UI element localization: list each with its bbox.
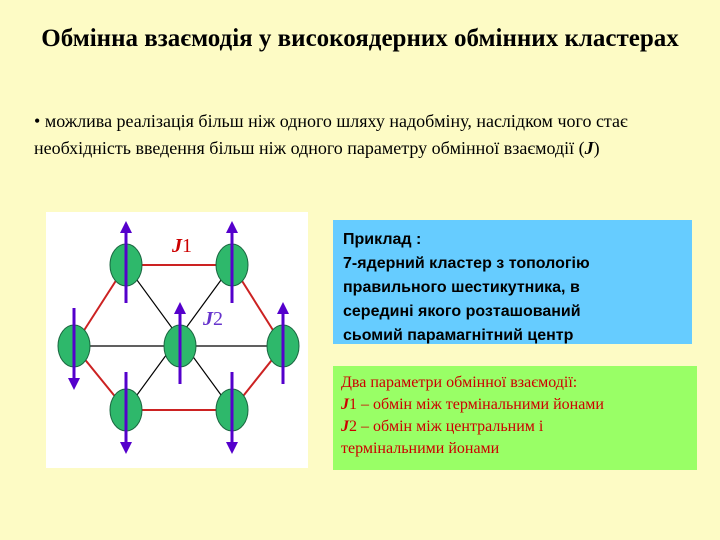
bullet-text: можлива реалізація більш ніж одного шлях… (34, 111, 628, 158)
params-j2-num: 2 (349, 418, 357, 435)
node-top-left (110, 227, 142, 303)
params-j1-num: 1 (349, 396, 357, 413)
node-left (58, 308, 90, 384)
bullet-param: J (585, 138, 594, 158)
params-heading: Два параметри обмінної взаємодії: (341, 372, 689, 394)
example-line-3: середині якого розташований (343, 300, 682, 324)
example-line-1: 7-ядерний кластер з топологію (343, 252, 682, 276)
params-j2-text: – обмін між центральним і (357, 418, 543, 435)
node-right (267, 308, 299, 384)
params-j2-symbol: J (341, 418, 349, 435)
j2-label: J2 (202, 308, 223, 330)
example-heading: Приклад : (343, 228, 682, 252)
j1-label: J1 (171, 235, 192, 257)
params-j2-line: J2 – обмін між центральним і (341, 416, 689, 438)
params-box: Два параметри обмінної взаємодії: J1 – о… (333, 366, 697, 470)
params-j2-line-2: термінальними йонами (341, 438, 689, 460)
example-line-2: правильного шестикутника, в (343, 276, 682, 300)
params-j1-symbol: J (341, 396, 349, 413)
node-group (58, 227, 299, 448)
example-box: Приклад : 7-ядерний кластер з топологію … (333, 220, 692, 344)
node-center (164, 308, 196, 384)
cluster-svg: J1 J2 (46, 212, 308, 468)
slide-title: Обмінна взаємодія у високоядерних обмінн… (40, 22, 680, 56)
node-bottom-right (216, 372, 248, 448)
example-line-4: сьомий парамагнітний центр (343, 324, 682, 348)
params-j1-line: J1 – обмін між термінальними йонами (341, 394, 689, 416)
bullet-paragraph: • можлива реалізація більш ніж одного шл… (34, 108, 694, 162)
node-top-right (216, 227, 248, 303)
params-j1-text: – обмін між термінальними йонами (357, 396, 604, 413)
cluster-diagram: J1 J2 (46, 212, 308, 468)
bullet-close: ) (594, 138, 600, 158)
node-bottom-left (110, 372, 142, 448)
